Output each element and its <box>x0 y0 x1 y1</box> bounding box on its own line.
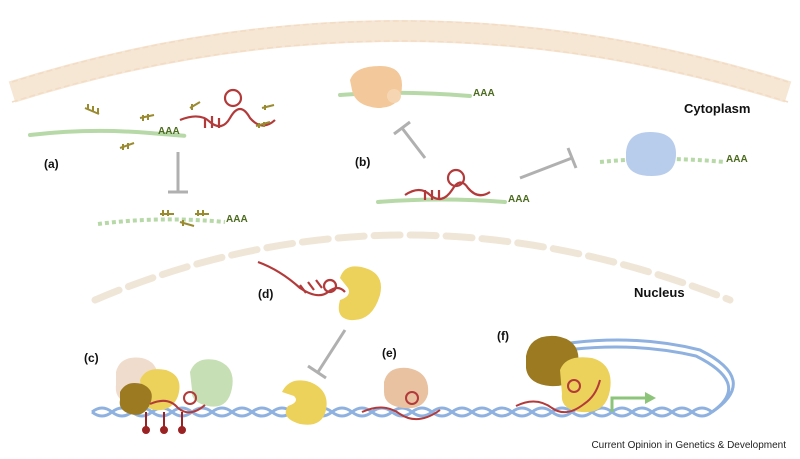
panel-label-e: (e) <box>382 346 397 360</box>
panel-label-c: (c) <box>84 351 99 365</box>
polya-tail-b-ribosome: AAA <box>473 88 495 99</box>
panel-label-a: (a) <box>44 157 59 171</box>
nucleus-label: Nucleus <box>634 285 685 300</box>
activation-arrow <box>610 392 656 412</box>
panel-label-b: (b) <box>355 155 371 169</box>
panel-a-repressed-mrna <box>97 210 226 227</box>
cell-membrane <box>8 20 792 103</box>
nuclear-envelope <box>91 231 734 304</box>
panel-b-degradation <box>599 132 726 176</box>
polya-tail-b-degradation: AAA <box>726 154 748 165</box>
panel-c-complex <box>115 357 233 434</box>
inhibition-arrow-d <box>307 329 347 380</box>
polya-tail-a: AAA <box>158 126 180 137</box>
lncrna-sponge <box>179 88 276 128</box>
panel-f-complex <box>515 335 656 414</box>
figure-credit: Current Opinion in Genetics & Developmen… <box>591 440 786 451</box>
panel-label-d: (d) <box>258 287 274 301</box>
panel-a-mrna-target <box>28 88 276 150</box>
cytoplasm-label: Cytoplasm <box>684 101 751 116</box>
mirna-icon <box>84 104 155 150</box>
inhibition-arrow-b-left <box>393 120 427 159</box>
panel-d-lncrna-protein <box>257 260 381 321</box>
polya-tail-a-repressed: AAA <box>226 214 248 225</box>
panel-e-complex <box>361 367 441 421</box>
panel-label-f: (f) <box>497 329 509 343</box>
inhibition-arrow-b-right <box>519 147 578 180</box>
panel-d-protein-on-dna <box>282 380 327 425</box>
inhibition-arrow-a <box>168 152 188 194</box>
panel-b-ribosome-mrna <box>338 66 472 108</box>
panel-b-lncrna-mrna <box>376 168 507 204</box>
polya-tail-b-lncrna: AAA <box>508 194 530 205</box>
methyl-marks <box>142 412 186 434</box>
